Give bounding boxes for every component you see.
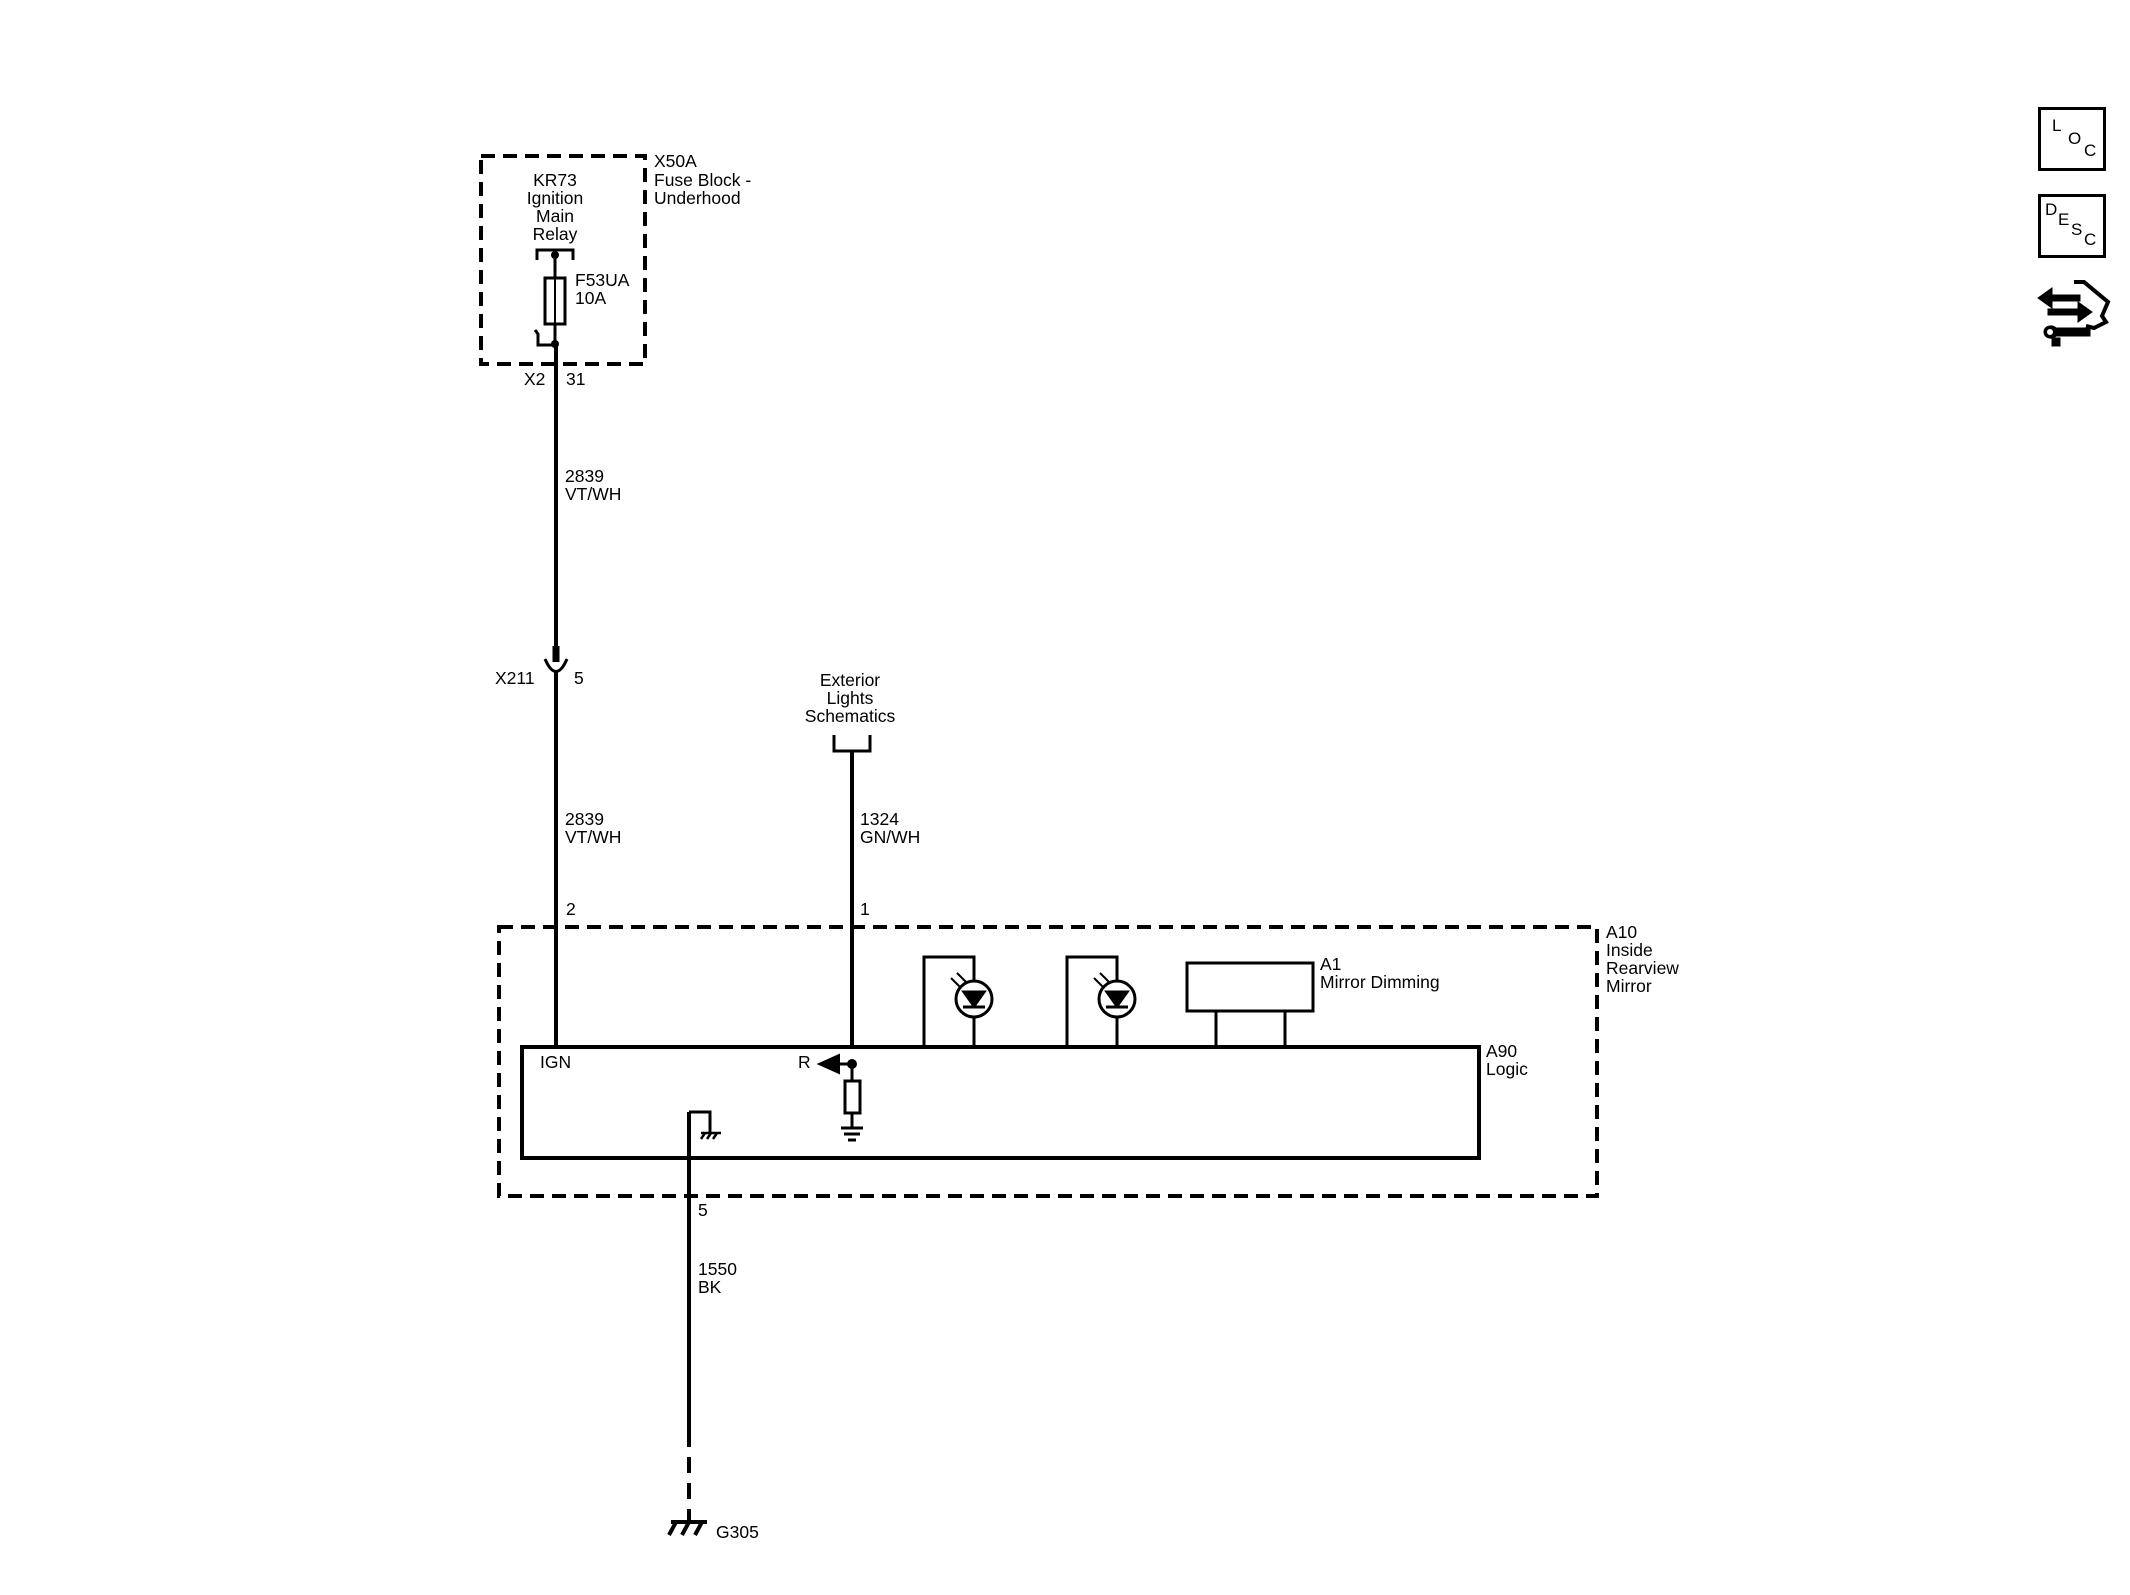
loc-letter-3: C	[2084, 141, 2097, 160]
mirror-dimming-element	[1185, 961, 1315, 1013]
logic-label: Logic	[1486, 1059, 1528, 1079]
logic-id: A90	[1486, 1041, 1517, 1061]
fuse-name: F53UA	[575, 270, 630, 290]
exterior-lights-line3: Schematics	[805, 706, 896, 726]
relay-desc-2: Main	[536, 206, 574, 226]
fuse-block-outline	[479, 154, 647, 366]
dimming-label: Mirror Dimming	[1320, 972, 1440, 992]
block-desc-1: Fuse Block -	[654, 170, 751, 190]
relay-name: KR73	[533, 170, 577, 190]
pulldown-resistor	[843, 1079, 862, 1115]
desc-letter-2: E	[2058, 210, 2070, 229]
x211-pin-label: 5	[574, 668, 584, 688]
description-button[interactable]: D E S C	[2038, 194, 2106, 258]
logic-box	[520, 1045, 1481, 1160]
wire-1324-color: GN/WH	[860, 827, 920, 847]
mirror-desc-2: Rearview	[1606, 958, 1679, 978]
wire-1324-circuit: 1324	[860, 809, 899, 829]
mirror-pin-reverse: 1	[860, 899, 870, 919]
mirror-pin-ign: 2	[566, 899, 576, 919]
wire-2839-upper-circuit: 2839	[565, 466, 604, 486]
mirror-pin-ground: 5	[698, 1200, 708, 1220]
mirror-id: A10	[1606, 922, 1637, 942]
mirror-outline	[497, 925, 1599, 1198]
wire-2839-lower-color: VT/WH	[565, 827, 621, 847]
photosensor-1	[922, 955, 994, 1047]
exterior-lights-line2: Lights	[827, 688, 874, 708]
g305-ground-symbol	[667, 1520, 707, 1536]
wire-1550-color: BK	[698, 1277, 722, 1297]
mirror-desc-3: Mirror	[1606, 976, 1652, 996]
ground-point-label: G305	[716, 1522, 759, 1542]
wire-2839-upper-color: VT/WH	[565, 484, 621, 504]
exterior-lights-line1: Exterior	[820, 670, 880, 690]
x2-pin-label: 31	[566, 369, 585, 389]
block-desc-2: Underhood	[654, 188, 741, 208]
exterior-lights-connector	[832, 735, 872, 753]
internal-ground-symbol	[841, 1126, 863, 1142]
ign-input-label: IGN	[540, 1052, 571, 1072]
connector-wrench-icon	[2037, 280, 2111, 347]
photosensor-2	[1065, 955, 1137, 1047]
logic-ground-symbol	[699, 1131, 721, 1140]
desc-letter-4: C	[2084, 230, 2097, 249]
location-button[interactable]: L O C	[2038, 107, 2106, 171]
reverse-input-label: R	[798, 1052, 811, 1072]
relay-desc-3: Relay	[533, 224, 578, 244]
relay-desc-1: Ignition	[527, 188, 583, 208]
x2-connector-label: X2	[524, 369, 545, 389]
loc-letter-1: L	[2052, 116, 2062, 135]
desc-letter-3: S	[2071, 220, 2083, 239]
mirror-desc-1: Inside	[1606, 940, 1653, 960]
wire-2839-lower-circuit: 2839	[565, 809, 604, 829]
block-id: X50A	[654, 151, 697, 171]
x211-connector-label: X211	[495, 668, 535, 688]
reverse-input-arrow	[816, 1053, 840, 1075]
loc-letter-2: O	[2068, 129, 2082, 148]
connector-view-button[interactable]	[2034, 276, 2114, 352]
fuse-rating: 10A	[575, 288, 606, 308]
dimming-id: A1	[1320, 954, 1341, 974]
wire-1550-circuit: 1550	[698, 1259, 737, 1279]
desc-letter-1: D	[2045, 200, 2058, 219]
x2-connector-symbol	[533, 329, 555, 347]
